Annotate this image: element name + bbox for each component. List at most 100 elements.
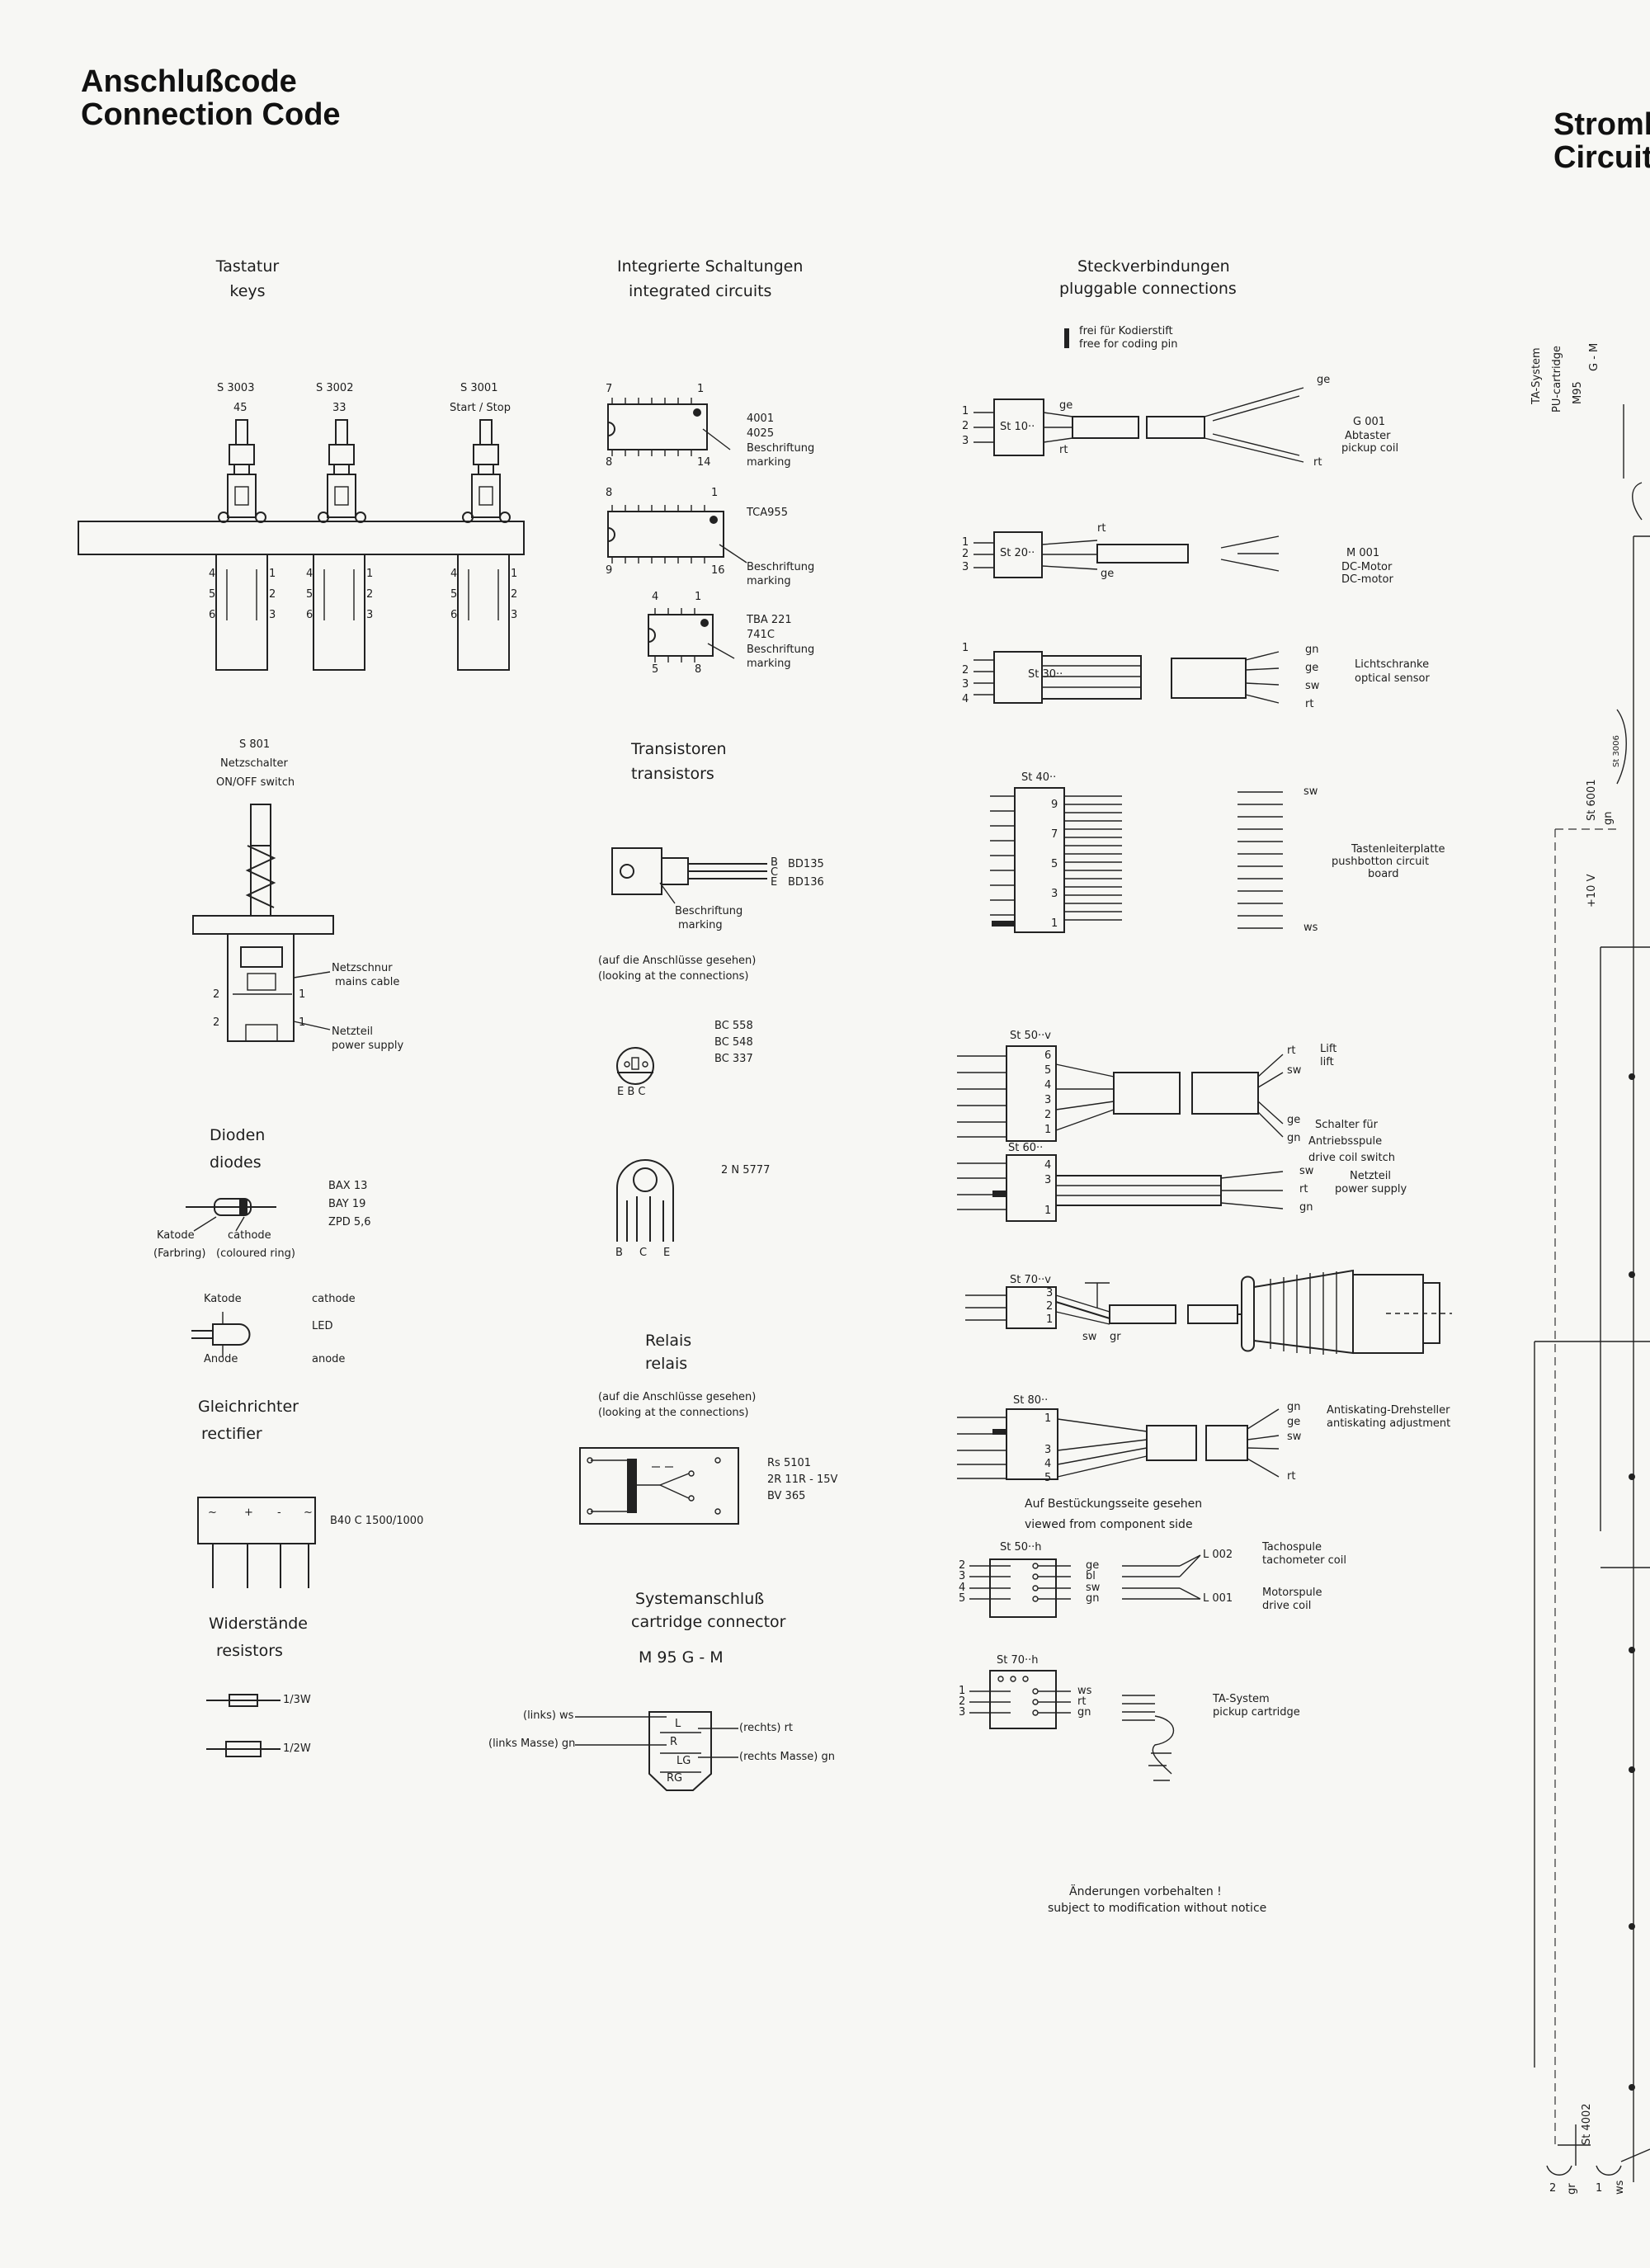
transistors-title-de: Transistoren [631,740,727,758]
cartridge-pin: L [675,1718,681,1730]
rectifier-title-en: rectifier [201,1425,262,1443]
relay-type: Rs 5101 [767,1457,812,1469]
connector-pin: 4 [1044,1458,1052,1470]
transistor-pins: E B C [617,1086,646,1098]
marking-en: marking [678,919,723,931]
transistor-pin: B [771,856,778,869]
marking-de: Beschriftung [675,905,743,917]
view-side-de: Auf Bestückungsseite gesehen [1025,1497,1203,1511]
connector-pin: 1 [962,536,969,549]
pin-label: 4 [450,568,458,580]
connector-pin: 3 [962,678,969,691]
pin-label: 3 [269,609,276,621]
switch-id: S 3002 [316,382,354,394]
supply-en: power supply [332,1040,404,1052]
connector-id: St 50··v [1010,1030,1051,1042]
connector-pin: 6 [1044,1049,1052,1062]
cathode-label: cathode [228,1229,271,1242]
ic-pin: 8 [695,663,702,676]
connector-pin: 3 [1044,1174,1052,1186]
wire-color: ge [1101,568,1115,580]
wire-color: sw [1304,785,1318,798]
led-katode: Katode [204,1293,242,1305]
connector-pin: 5 [1044,1472,1052,1484]
pin-label: 6 [306,609,314,621]
pin-label: 5 [450,588,458,601]
ic-pin: 16 [711,564,725,577]
connector-pin: 5 [1044,1064,1052,1077]
pin-label: 6 [209,609,216,621]
cartridge-pin: RG [667,1772,683,1785]
resistors-title-en: resistors [216,1642,283,1660]
part-name-en: optical sensor [1355,672,1430,685]
pin-label: 2 [366,588,374,601]
coil-id: L 001 [1203,1592,1233,1605]
ic-pin: 9 [606,564,613,577]
led-anode-en: anode [312,1353,346,1365]
cartridge-pin: R [670,1736,678,1748]
connector-pin: 2 [1044,1109,1052,1121]
power-switch-name-en: ON/OFF switch [216,776,295,789]
view-side-en: viewed from component side [1025,1518,1193,1531]
strip-gn: gn [1602,811,1615,826]
wire-color: rt [1299,1183,1308,1195]
strip-st4002: St 4002 [1581,2103,1593,2145]
strip-st6001: St 6001 [1586,779,1598,821]
ic-pin: 4 [652,591,659,603]
pin-label: 2 [269,588,276,601]
heading-connection-code-de: Anschlußcode [81,64,297,99]
pin-label: 3 [366,609,374,621]
power-switch-name-de: Netzschalter [220,757,288,770]
connections-title-de: Steckverbindungen [1077,257,1230,276]
connector-pin: 3 [962,561,969,573]
pin-label: 1 [366,568,374,580]
strip-gr: gr [1566,2183,1578,2195]
transistor-type: BD135 [788,858,824,870]
cartridge-left-ground: (links Masse) gn [488,1738,576,1750]
ic-pin: 7 [606,383,613,395]
diode-type: ZPD 5,6 [328,1216,371,1228]
pin-label: 6 [450,609,458,621]
wire-color: sw [1299,1165,1314,1177]
wire-color: rt [1305,698,1314,710]
connections-title-en: pluggable connections [1059,280,1237,298]
rectifier-sign: ~ [304,1506,313,1519]
cartridge-left: (links) ws [523,1709,574,1722]
marking-en: marking [747,575,791,587]
wire-color: ge [1287,1114,1301,1126]
wire-color: gn [1299,1201,1313,1214]
pin-label: 1 [511,568,518,580]
strip-st3006: St 3006 [1612,735,1621,767]
wire-color: ge [1287,1416,1301,1428]
ics-drawing [607,398,747,662]
wire-color: ws [1077,1685,1092,1697]
wire-color: rt [1287,1470,1296,1483]
connector-pin: 5 [959,1592,966,1605]
strip-pin-1: 1 [1596,2182,1603,2195]
strip-pu-cartridge: PU-cartridge [1551,345,1563,413]
heading-circuit-en: Circuit [1553,140,1650,175]
pin-label: 5 [209,588,216,601]
connector-id: St 60·· [1008,1142,1044,1154]
marking-de: Beschriftung [747,644,815,656]
wire-color: ge [1317,374,1331,386]
part-name-de: TA-System [1213,1693,1270,1705]
coil-name-en: tachometer coil [1262,1554,1346,1567]
diode-type: BAX 13 [328,1180,368,1192]
part-name-en: pickup cartridge [1213,1706,1300,1719]
part-name-de: Antiskating-Drehsteller [1327,1404,1450,1417]
connector-pin: 4 [1044,1159,1052,1172]
heading-circuit-de: Stroml [1553,107,1650,142]
connector-id: St 70··h [997,1654,1039,1667]
relay-drawing [579,1447,739,1525]
relay-title-en: relais [645,1355,688,1373]
wire-color: gn [1077,1706,1091,1719]
view-note-de: (auf die Anschlüsse gesehen) [598,1391,757,1403]
connector-id: St 50··h [1000,1541,1042,1554]
connector-pin: 4 [962,693,969,705]
connector-id: St 30·· [1028,668,1063,681]
connector-pin: 1 [962,405,969,417]
connector-pin: 3 [1051,888,1058,900]
